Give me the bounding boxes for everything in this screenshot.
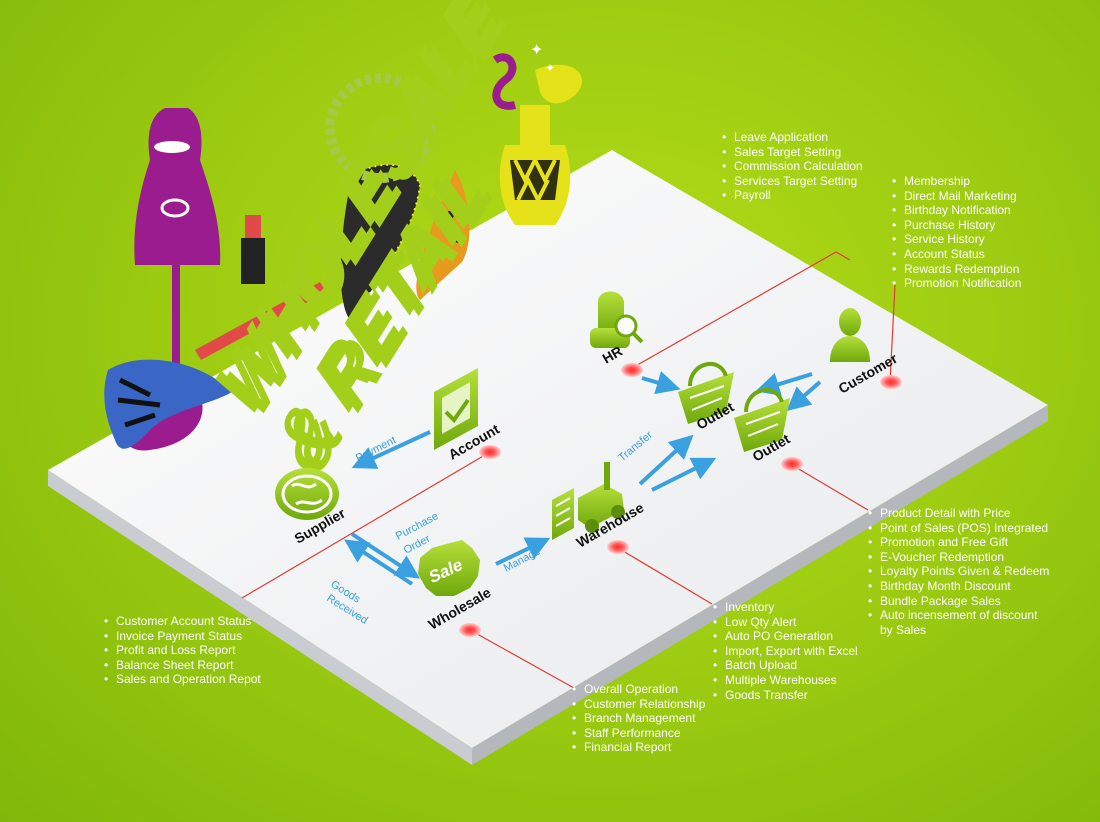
pins [459, 363, 902, 637]
account-feature-item: Customer Account Status [104, 614, 261, 629]
leopard-heel-icon [416, 170, 470, 300]
account-feature-list: Customer Account StatusInvoice Payment S… [100, 614, 261, 687]
connector-lines [241, 251, 896, 689]
customer-feature-item: Service History [892, 232, 1021, 247]
outlet-connector [791, 464, 869, 511]
customer-feature-item: Rewards Redemption [892, 262, 1021, 277]
warehouse-feature-item: Import, Export with Excel [713, 644, 858, 659]
necklace-icon [325, 73, 435, 183]
payment-arrow [351, 430, 431, 469]
warehouse-feature-item: Low Qty Alert [713, 615, 858, 630]
wholesale-feature-item: Financial Report [572, 740, 705, 755]
warehouse-connector [617, 547, 713, 605]
stockings-icon [340, 163, 422, 321]
outlet-feature-item: Loyalty Points Given & Redeem [868, 564, 1050, 579]
warehouse-feature-item: Inventory [713, 600, 858, 615]
manage-arrow [495, 537, 551, 566]
sparkle-icon: ✦ [530, 42, 543, 59]
wholesale-feature-item: Overall Operation [572, 682, 705, 697]
fashion-decoration: ✦ ✦ [104, 42, 583, 451]
wholesale-feature-list: Overall OperationCustomer RelationshipBr… [568, 682, 705, 755]
warehouse-feature-item: Multiple Warehouses [713, 673, 858, 688]
basket-icon [678, 362, 734, 424]
warehouse-feature-item: Batch Upload [713, 658, 858, 673]
outlet-node-1[interactable]: Outlet [678, 362, 737, 433]
customer-feature-item: Membership [892, 174, 1021, 189]
hr-feature-item: Payroll [722, 188, 863, 203]
hr-feature-list: Leave ApplicationSales Target SettingCom… [718, 130, 863, 203]
transfer-arrow-2 [651, 457, 717, 492]
wholesale-connector [469, 629, 575, 689]
outlet-feature-item: Point of Sales (POS) Integrated [868, 521, 1050, 536]
outlet-feature-item: Bundle Package Sales [868, 594, 1050, 609]
outlet-feature-list: Product Detail with PricePoint of Sales … [864, 506, 1050, 637]
account-feature-item: Balance Sheet Report [104, 658, 261, 673]
wholesale-feature-item: Customer Relationship [572, 697, 705, 712]
outlet-feature-item: Promotion and Free Gift [868, 535, 1050, 550]
customer-feature-item: Promotion Notification [892, 276, 1021, 291]
warehouse-feature-item: Auto PO Generation [713, 629, 858, 644]
account-feature-item: Invoice Payment Status [104, 629, 261, 644]
hr-to-outlet-arrow [641, 371, 681, 395]
outlet-feature-item: Birthday Month Discount [868, 579, 1050, 594]
hr-connector-tail [835, 251, 851, 261]
forklift-icon [552, 462, 625, 540]
flow-arrows [343, 371, 822, 586]
outlet-feature-item: Product Detail with Price [868, 506, 1050, 521]
clipboard-icon [434, 368, 478, 450]
basket-icon [734, 388, 790, 452]
wholesale-pin [459, 623, 481, 637]
hr-feature-item: Services Target Setting [722, 174, 863, 189]
hr-pin [621, 363, 643, 377]
customer-feature-item: Direct Mail Marketing [892, 189, 1021, 204]
customer-feature-item: Account Status [892, 247, 1021, 262]
customer-feature-list: MembershipDirect Mail MarketingBirthday … [888, 174, 1021, 291]
customer-pin [880, 375, 902, 389]
sparkle-icon: ✦ [545, 61, 555, 75]
perfume-bottle-icon: ✦ ✦ [492, 42, 583, 225]
outlet-feature-item: Auto incensement of discount by Sales [868, 608, 1050, 637]
lipstick-icon [195, 215, 326, 360]
outlet-node-2[interactable]: Outlet [734, 388, 793, 465]
customer-icon [830, 308, 870, 362]
wholesale-feature-item: Staff Performance [572, 726, 705, 741]
zebra-shoe-icon [104, 359, 232, 449]
customer-connector [889, 284, 896, 383]
warehouse-feature-list: InventoryLow Qty AlertAuto PO Generation… [709, 600, 858, 702]
hr-node[interactable]: HR [590, 291, 644, 367]
customer-feature-item: Purchase History [892, 218, 1021, 233]
customer-feature-item: Birthday Notification [892, 203, 1021, 218]
outlet-feature-item: E-Voucher Redemption [868, 550, 1050, 565]
hr-connector [631, 251, 837, 369]
account-pin [479, 445, 501, 459]
hr-icon [590, 291, 644, 348]
wholesale-feature-item: Branch Management [572, 711, 705, 726]
warehouse-feature-item: Goods Transfer [713, 688, 858, 703]
warehouse-pin [607, 540, 629, 554]
globe-icon [275, 468, 339, 520]
hr-feature-item: Commission Calculation [722, 159, 863, 174]
hr-feature-item: Leave Application [722, 130, 863, 145]
account-feature-item: Profit and Loss Report [104, 643, 261, 658]
transfer-arrow [638, 434, 694, 486]
customer-to-outlet2-arrow [786, 380, 822, 412]
account-feature-item: Sales and Operation Repot [104, 672, 261, 687]
outlet-pin [781, 457, 803, 471]
purchase-order-arrow [343, 539, 414, 586]
sale-badge-icon: Sale [418, 540, 480, 596]
account-connector [241, 451, 491, 599]
customer-to-outlet1-arrow [755, 372, 813, 396]
hr-feature-item: Sales Target Setting [722, 145, 863, 160]
